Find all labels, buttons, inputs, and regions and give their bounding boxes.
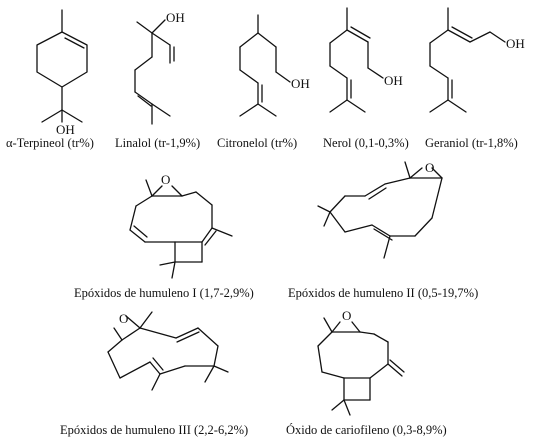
caption-linalol: Linalol (tr-1,9%) bbox=[115, 136, 201, 150]
humuleno2-o-label: O bbox=[425, 160, 434, 175]
humuleno1-o-label: O bbox=[161, 172, 170, 187]
caption-nerol: Nerol (0,1-0,3%) bbox=[323, 136, 409, 150]
structure-linalol: OH bbox=[134, 10, 185, 125]
cariofileno-o-label: O bbox=[342, 308, 351, 323]
caption-geraniol: Geraniol (tr-1,8%) bbox=[425, 136, 518, 150]
caption-cariofileno: Óxido de cariofileno (0,3-8,9%) bbox=[286, 423, 447, 437]
caption-humuleno-2: Epóxidos de humuleno II (0,5-19,7%) bbox=[288, 286, 479, 300]
caption-humuleno-1: Epóxidos de humuleno I (1,7-2,9%) bbox=[74, 286, 254, 300]
structure-humuleno-3: O bbox=[107, 311, 229, 391]
structure-nerol: OH bbox=[329, 7, 403, 113]
geraniol-oh-label: OH bbox=[506, 36, 525, 51]
structure-humuleno-1: O bbox=[129, 172, 233, 279]
structure-cariofileno: O bbox=[317, 308, 405, 416]
citronelol-oh-label: OH bbox=[291, 76, 310, 91]
humuleno3-o-label: O bbox=[119, 311, 128, 326]
structure-humuleno-2: O bbox=[317, 160, 443, 259]
structure-citronelol: OH bbox=[239, 14, 310, 117]
structure-geraniol: OH bbox=[429, 7, 525, 113]
terpineol-oh-label: OH bbox=[56, 122, 75, 137]
caption-humuleno-3: Epóxidos de humuleno III (2,2-6,2%) bbox=[60, 423, 249, 437]
nerol-oh-label: OH bbox=[384, 73, 403, 88]
caption-alpha-terpineol: α-Terpineol (tr%) bbox=[6, 136, 94, 150]
linalol-oh-label: OH bbox=[166, 10, 185, 25]
caption-citronelol: Citronelol (tr%) bbox=[217, 136, 298, 150]
structure-alpha-terpineol: OH bbox=[36, 9, 88, 137]
